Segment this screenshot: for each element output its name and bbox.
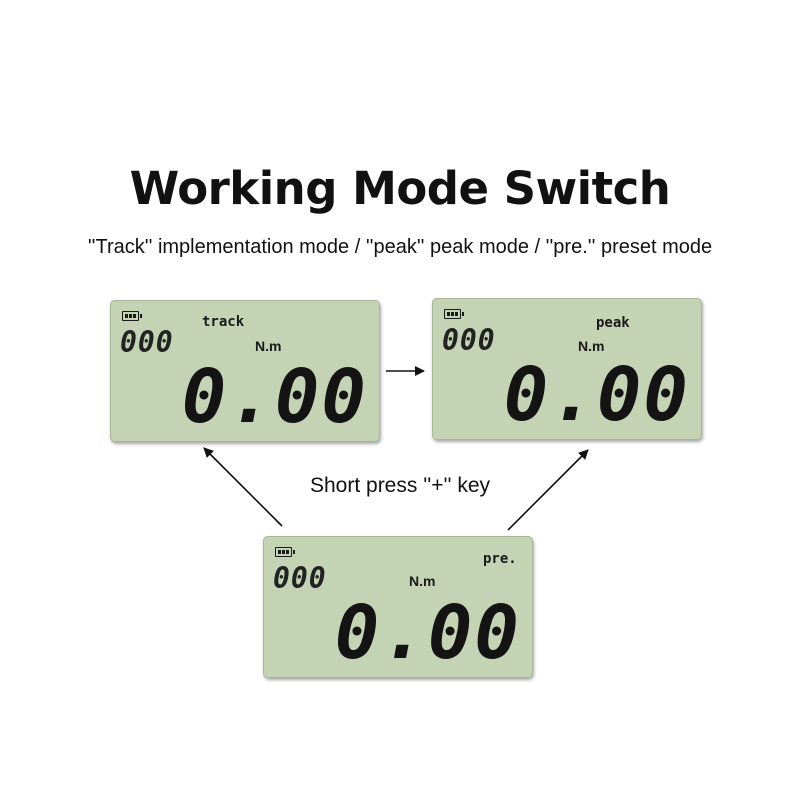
battery-icon: [122, 311, 142, 321]
mode-label-track: track: [202, 314, 245, 330]
arrow-pre-to-peak: [507, 449, 589, 531]
unit-label: N.m: [409, 573, 436, 589]
battery-icon: [444, 309, 464, 319]
page-title: Working Mode Switch: [129, 162, 671, 215]
page-subtitle: ''Track'' implementation mode / ''peak''…: [87, 236, 713, 258]
battery-icon: [275, 547, 295, 557]
lcd-counter: 000: [442, 322, 496, 357]
lcd-display-peak: 000 peak N.m 0.00: [432, 298, 702, 440]
lcd-reading: 0.00: [181, 354, 368, 440]
lcd-counter: 000: [120, 324, 174, 359]
switch-hint: Short press ''+'' key: [309, 474, 491, 497]
mode-label-peak: peak: [596, 315, 630, 331]
mode-label-pre: pre.: [483, 551, 517, 567]
unit-label: N.m: [578, 338, 605, 354]
unit-label: N.m: [255, 338, 282, 354]
lcd-counter: 000: [273, 560, 327, 595]
lcd-reading: 0.00: [334, 590, 521, 676]
lcd-display-pre: 000 pre. N.m 0.00: [263, 536, 533, 678]
lcd-display-track: 000 track N.m 0.00: [110, 300, 380, 442]
lcd-reading: 0.00: [503, 352, 690, 438]
arrow-pre-to-track: [203, 447, 283, 527]
